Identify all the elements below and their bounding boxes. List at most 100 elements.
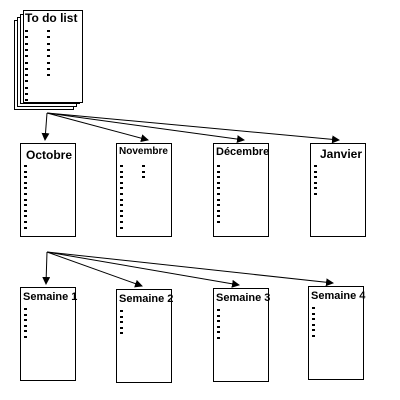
root-document: To do list	[23, 10, 83, 103]
list-item-bullet	[25, 42, 28, 45]
list-item-bullet	[25, 93, 28, 95]
list-item-bullet	[312, 312, 315, 315]
list-item-bullet	[314, 170, 317, 173]
week-card-semaine-3: Semaine 3	[213, 288, 270, 382]
list-item-bullet	[120, 315, 123, 318]
week-title: Semaine 1	[23, 291, 78, 303]
list-item-bullet	[314, 176, 317, 179]
list-item-bullet	[47, 74, 50, 77]
list-item-bullet	[24, 226, 27, 229]
list-item-bullet	[24, 198, 27, 201]
list-item-bullet	[24, 193, 27, 195]
list-item-bullet	[312, 329, 315, 332]
arrow-root-to-octobre	[41, 112, 50, 141]
list-item-bullet	[47, 36, 50, 39]
list-item-bullet	[47, 67, 50, 70]
list-item-bullet	[25, 36, 28, 39]
list-item-bullet	[47, 42, 50, 45]
list-item-bullet	[24, 209, 27, 212]
list-item-bullet	[120, 170, 123, 173]
list-item-bullet	[47, 55, 50, 58]
month-title: Octobre	[26, 148, 73, 162]
list-item-bullet	[217, 331, 220, 334]
arrow-root-to-novembre	[46, 112, 149, 143]
arrow-root-to-decembre	[46, 112, 245, 144]
list-item-bullet	[24, 165, 27, 167]
list-item-bullet	[120, 165, 123, 167]
month-title: Janvier	[320, 147, 363, 161]
list-item-bullet	[47, 48, 50, 51]
list-item-bullet	[314, 181, 317, 184]
month-title: Décembre	[216, 146, 270, 158]
list-item-bullet	[24, 336, 27, 338]
list-item-bullet	[142, 170, 145, 173]
list-item-bullet	[217, 325, 220, 328]
week-card-semaine-2: Semaine 2	[116, 289, 174, 383]
list-item-bullet	[217, 181, 220, 184]
list-item-bullet	[120, 326, 123, 329]
list-item-bullet	[217, 176, 220, 179]
list-item-bullet	[24, 324, 27, 327]
list-item-bullet	[120, 176, 123, 179]
list-item-bullet	[312, 335, 315, 337]
list-item-bullet	[25, 67, 28, 70]
list-item-bullet	[25, 61, 28, 64]
list-item-bullet	[24, 176, 27, 179]
list-item-bullet	[25, 99, 28, 102]
list-item-bullet	[217, 198, 220, 201]
list-item-bullet	[25, 86, 28, 89]
week-title: Semaine 2	[119, 293, 174, 305]
list-item-bullet	[217, 165, 220, 167]
list-item-bullet	[120, 193, 123, 195]
list-item-bullet	[217, 204, 220, 207]
list-item-bullet	[314, 187, 317, 190]
list-item-bullet	[217, 314, 220, 317]
list-item-bullet	[312, 323, 315, 326]
list-item-bullet	[120, 221, 123, 223]
list-item-bullet	[120, 209, 123, 212]
month-title: Novembre	[119, 146, 168, 157]
list-item-bullet	[312, 307, 315, 309]
list-item-bullet	[25, 30, 28, 32]
list-item-bullet	[142, 165, 145, 167]
list-item-bullet	[24, 313, 27, 316]
root-title: To do list	[25, 11, 78, 25]
month-card-octobre: Octobre	[20, 143, 76, 237]
month-card-janvier: Janvier	[310, 143, 366, 237]
list-item-bullet	[217, 215, 220, 218]
list-item-bullet	[120, 215, 123, 218]
arrow-month-to-semaine-4	[46, 251, 334, 287]
arrow-root-to-janvier	[46, 112, 340, 144]
list-item-bullet	[217, 309, 220, 311]
list-item-bullet	[25, 48, 28, 51]
list-item-bullet	[25, 55, 28, 58]
list-item-bullet	[314, 193, 317, 195]
list-item-bullet	[47, 61, 50, 64]
list-item-bullet	[217, 187, 220, 190]
list-item-bullet	[217, 193, 220, 195]
list-item-bullet	[25, 80, 28, 83]
list-item-bullet	[24, 319, 27, 322]
month-card-novembre: Novembre	[116, 143, 172, 237]
list-item-bullet	[217, 337, 220, 339]
list-item-bullet	[24, 221, 27, 223]
list-item-bullet	[24, 170, 27, 173]
list-item-bullet	[312, 318, 315, 321]
list-item-bullet	[47, 30, 50, 32]
month-card-decembre: Décembre	[213, 143, 269, 237]
week-title: Semaine 4	[311, 290, 366, 302]
week-card-semaine-4: Semaine 4	[308, 286, 366, 380]
list-item-bullet	[120, 310, 123, 312]
list-item-bullet	[120, 198, 123, 201]
list-item-bullet	[217, 209, 220, 212]
list-item-bullet	[217, 320, 220, 323]
list-item-bullet	[24, 308, 27, 310]
arrow-month-to-semaine-3	[46, 251, 240, 288]
arrow-month-to-semaine-2	[46, 251, 143, 288]
list-item-bullet	[25, 74, 28, 77]
list-item-bullet	[24, 204, 27, 207]
list-item-bullet	[120, 187, 123, 190]
list-item-bullet	[217, 221, 220, 223]
